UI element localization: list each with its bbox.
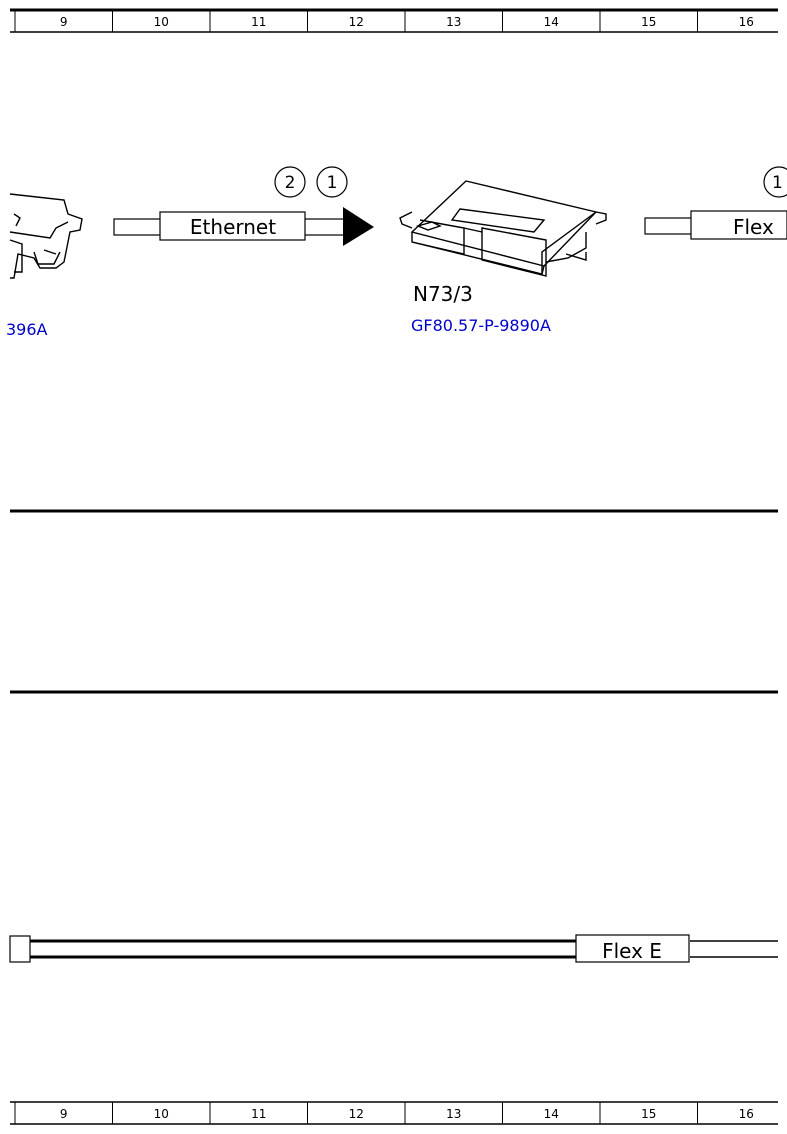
- flex-e-label: Flex E: [602, 939, 662, 963]
- bottom-ruler-column-label: 15: [641, 1107, 656, 1121]
- top-ruler-column-label: 12: [349, 15, 364, 29]
- ethernet-badge-1: 1: [316, 166, 348, 198]
- flex-right-label: Flex: [733, 215, 774, 239]
- ethernet-label: Ethernet: [190, 215, 276, 239]
- ethernet-badge-2: 2: [274, 166, 306, 198]
- flex-e-label-box: [575, 934, 690, 963]
- top-ruler-column-label: 13: [446, 15, 461, 29]
- control-unit-ref-link[interactable]: GF80.57-P-9890A: [411, 316, 551, 335]
- top-ruler-column-label: 9: [60, 15, 68, 29]
- flex-e-cable: [9, 935, 778, 963]
- bottom-ruler-column-label: 9: [60, 1107, 68, 1121]
- svg-text:2: 2: [285, 173, 296, 193]
- control-unit-id: N73/3: [413, 282, 473, 306]
- bottom-ruler-column-label: 13: [446, 1107, 461, 1121]
- top-ruler-column-label: 10: [154, 15, 169, 29]
- flex-right-badge: 1: [763, 166, 787, 198]
- bottom-ruler-column-label: 14: [544, 1107, 559, 1121]
- svg-text:1: 1: [772, 173, 783, 193]
- control-unit-icon[interactable]: [399, 180, 607, 277]
- bottom-ruler-column-label: 12: [349, 1107, 364, 1121]
- top-ruler-column-label: 15: [641, 15, 656, 29]
- bottom-ruler-column-label: 10: [154, 1107, 169, 1121]
- left-control-unit[interactable]: [9, 193, 83, 279]
- bottom-ruler-column-label: 16: [739, 1107, 754, 1121]
- svg-text:1: 1: [327, 173, 338, 193]
- bottom-ruler-column-label: 11: [251, 1107, 266, 1121]
- top-ruler: 9 10 11 12 13 14 15 16: [10, 8, 778, 33]
- flex-right-label-box: [690, 210, 787, 240]
- bottom-ruler: 9 10 11 12 13 14 15 16: [10, 1101, 778, 1125]
- ethernet-label-box: [159, 211, 306, 241]
- top-ruler-column-label: 11: [251, 15, 266, 29]
- top-ruler-column-label: 14: [544, 15, 559, 29]
- top-ruler-column-label: 16: [739, 15, 754, 29]
- left-ref-link[interactable]: 396A: [6, 320, 48, 339]
